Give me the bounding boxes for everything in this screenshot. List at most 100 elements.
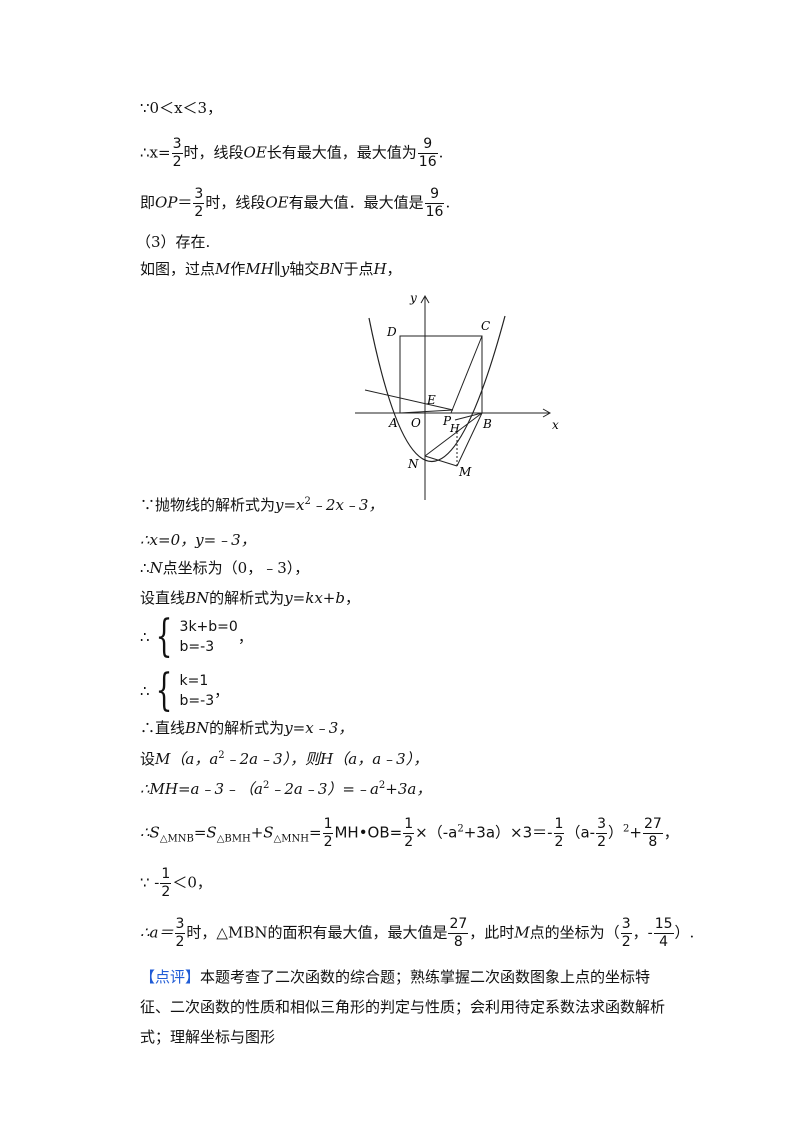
text: 时，线段 <box>183 143 244 162</box>
expr: （a，a﹣3）， <box>333 750 429 768</box>
label-y: y <box>409 291 417 305</box>
line-set-m: 设M（a，a2﹣2a﹣3），则H（a，a﹣3）， <box>140 746 428 769</box>
text: 设 <box>140 750 156 768</box>
text: ∴直线 <box>140 719 186 737</box>
expr: ×（-a <box>415 823 458 842</box>
var: N <box>149 559 163 577</box>
var: M <box>514 923 530 942</box>
segment-nm <box>424 455 458 467</box>
text: ∴ <box>140 559 150 577</box>
square-dcba <box>399 335 483 413</box>
eq-row: 3k+b=0 <box>179 619 238 635</box>
expr: （a- <box>565 823 596 842</box>
parabola-curve <box>368 315 506 463</box>
denominator: 8 <box>642 833 663 851</box>
var: M <box>215 260 231 278</box>
numerator: 3 <box>621 916 631 932</box>
expr: （a，a <box>170 750 219 768</box>
eq-row: b=-3 <box>179 693 215 709</box>
label-m: M <box>458 465 472 479</box>
label-c: C <box>481 319 490 333</box>
text: ∵ - <box>140 873 160 892</box>
expr: = <box>308 823 322 842</box>
denominator: 2 <box>553 833 565 850</box>
exponent: 2 <box>218 750 225 761</box>
exponent: 2 <box>304 496 311 507</box>
x-axis-arrow <box>542 408 552 418</box>
expr: ∴a＝ <box>140 923 174 942</box>
text: 时，△MBN的面积有最大值，最大值是 <box>186 923 448 942</box>
var: M <box>155 750 171 768</box>
expr: MH•OB= <box>334 823 403 842</box>
subscript: △MNH <box>273 833 309 845</box>
line-condition: ∵0＜x＜3， <box>140 99 223 117</box>
numerator: 3 <box>597 816 606 832</box>
comment-paragraph: 【点评】本题考查了二次函数的综合题；熟练掌握二次函数图象上点的坐标特征、二次函数… <box>140 962 680 1052</box>
numerator: 3 <box>172 136 182 152</box>
text: ∥ <box>273 260 281 278</box>
line-parabola-expr: ∵抛物线的解析式为y=x2﹣2x﹣3， <box>140 492 383 515</box>
text: ， <box>344 589 360 607</box>
text: 的解析式为 <box>209 589 285 607</box>
numerator: 1 <box>161 866 171 882</box>
text: ，- <box>632 923 653 942</box>
text: 点的坐标为（ <box>529 923 620 942</box>
exponent: 2 <box>262 780 270 791</box>
parabola-figure: y x D C E A O P H B N M <box>355 291 559 500</box>
var: BN <box>319 260 344 278</box>
text: ）. <box>674 923 695 942</box>
numerator: 1 <box>554 816 564 832</box>
segment-mb <box>456 412 483 467</box>
numerator: 3 <box>175 916 185 932</box>
expr: ∴S <box>140 823 160 842</box>
label-n: N <box>407 457 419 471</box>
expr: ﹣2a﹣3），则 <box>224 750 321 768</box>
segment-ap <box>364 389 454 411</box>
line-n-coord: ∴N点坐标为（0，﹣3）， <box>140 558 309 578</box>
denominator: 2 <box>171 153 183 170</box>
expr: =S <box>193 823 217 842</box>
therefore: ∴ <box>140 682 150 700</box>
line-part3: （3）存在. <box>136 233 211 251</box>
text: 作 <box>230 260 246 278</box>
denominator: 2 <box>160 883 172 900</box>
expr: ） <box>608 823 624 842</box>
numerator: 27 <box>449 916 468 932</box>
subscript: △BMH <box>216 833 251 845</box>
denominator: 2 <box>322 833 334 850</box>
text: 设直线 <box>140 589 186 607</box>
text: . <box>438 143 444 162</box>
label-h: H <box>449 422 460 435</box>
text: 即 <box>140 193 156 212</box>
segment-nb <box>424 412 483 457</box>
denominator: 4 <box>653 933 674 951</box>
denominator: 2 <box>174 933 186 950</box>
label-e: E <box>426 393 436 407</box>
brace: { <box>155 611 172 662</box>
numerator: 3 <box>194 186 204 202</box>
var: H <box>373 260 387 278</box>
exponent: 2 <box>457 823 464 835</box>
segment-cp <box>450 335 483 414</box>
numerator: 15 <box>654 916 673 932</box>
line-mh: ∴MH=a﹣3﹣（a2﹣2a﹣3）=﹣a2+3a， <box>140 776 431 799</box>
segment-hb <box>454 412 483 421</box>
text: ∴x= <box>140 143 171 162</box>
comment-tag: 【点评】 <box>140 968 201 986</box>
denominator: 16 <box>417 153 438 170</box>
expr: +3a， <box>385 780 432 798</box>
expr: y=x <box>275 496 305 514</box>
text: 于点 <box>343 260 374 278</box>
therefore: ∴ <box>140 628 150 646</box>
